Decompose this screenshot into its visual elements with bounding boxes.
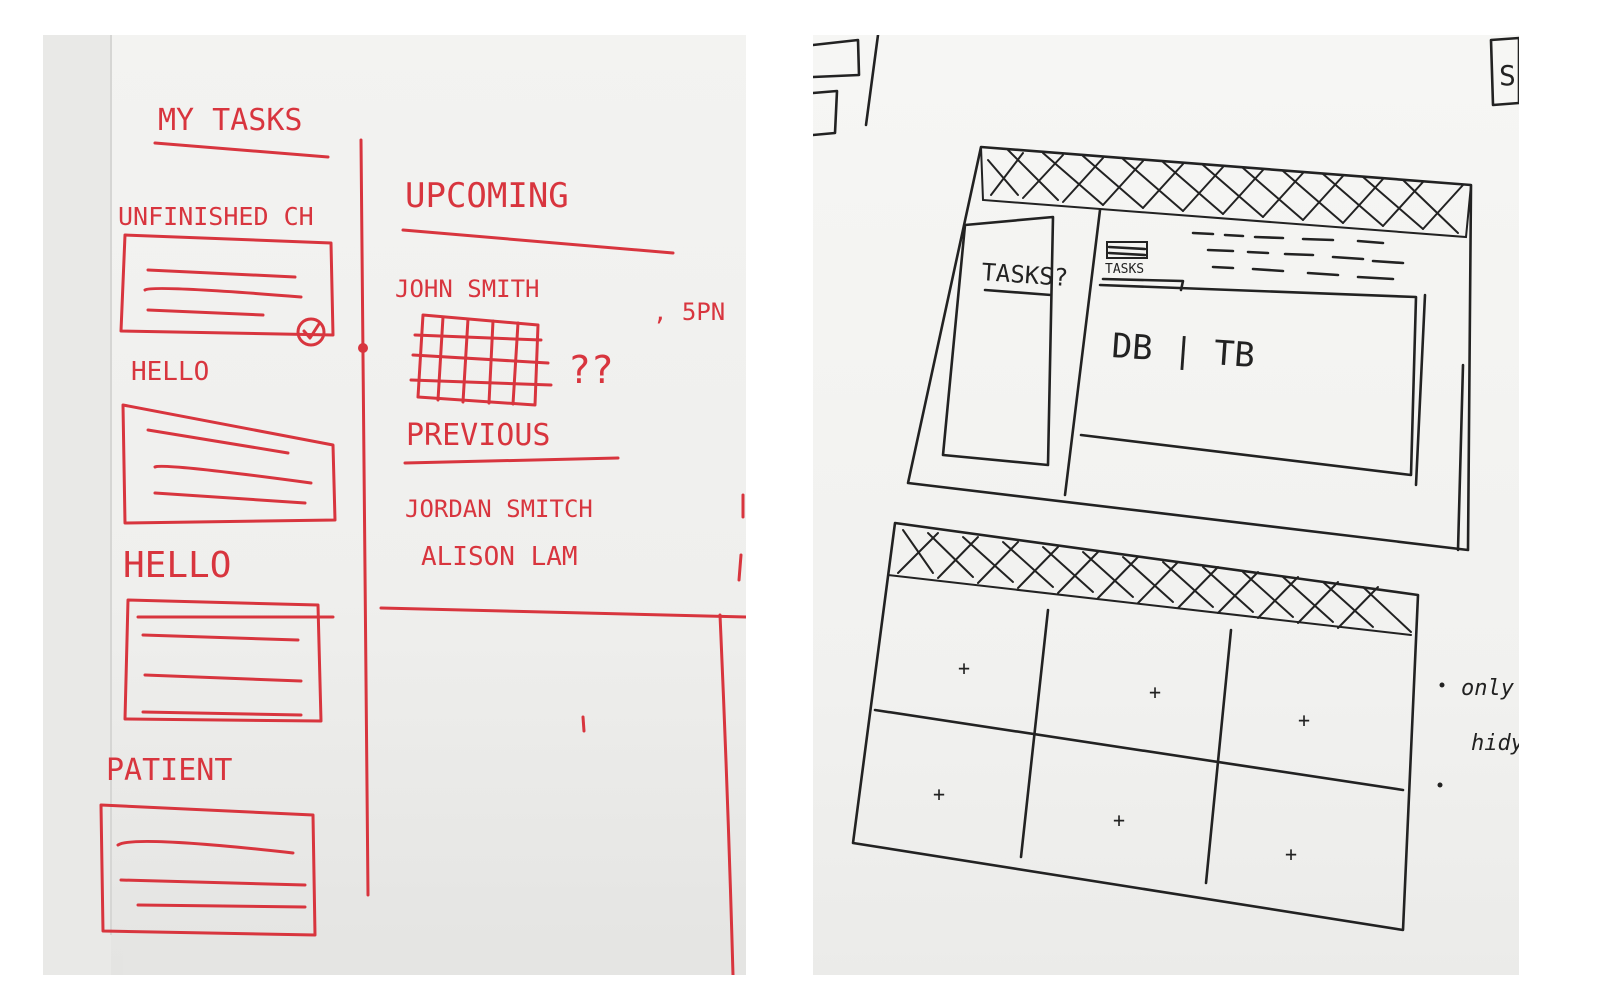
grid-plus-3: + — [1298, 708, 1310, 732]
bottom-header-hatch — [897, 529, 1412, 633]
note-2: hidy — [1471, 731, 1519, 756]
top-header-hatch — [987, 149, 1464, 234]
grid-plus-4: + — [933, 782, 945, 806]
previous-entry-2: ALISON LAM — [421, 542, 578, 572]
left-sketch-drawing: MY TASKS UNFINISHED CH HELLO HELLO PATIE… — [43, 35, 746, 975]
corner-letter: S — [1499, 59, 1516, 92]
upcoming-heading: UPCOMING — [405, 176, 569, 216]
top-content-label: DB | TB — [1110, 326, 1256, 376]
section-label-2: HELLO — [131, 357, 209, 387]
section-label-3: HELLO — [123, 545, 231, 586]
note-1: only — [1461, 676, 1515, 701]
upcoming-entry-suffix: , 5PN — [653, 298, 725, 326]
right-sketch-photo: S TASKS? TASKS DB | TB — [813, 35, 1519, 975]
upcoming-marks: ?? — [568, 348, 614, 392]
top-tab-label: TASKS — [1105, 262, 1144, 277]
top-sidebar-label: TASKS? — [981, 258, 1069, 292]
upcoming-entry: JOHN SMITH — [395, 275, 540, 303]
section-label-1: UNFINISHED CH — [118, 202, 314, 231]
title-my-tasks: MY TASKS — [158, 103, 303, 138]
previous-entry-1: JORDAN SMITCH — [405, 495, 593, 523]
grid-plus-6: + — [1285, 842, 1297, 866]
grid-plus-2: + — [1149, 680, 1161, 704]
grid-plus-1: + — [958, 656, 970, 680]
section-label-4: PATIENT — [106, 753, 232, 788]
right-sketch-drawing: S TASKS? TASKS DB | TB — [813, 35, 1519, 932]
left-sketch-photo: MY TASKS UNFINISHED CH HELLO HELLO PATIE… — [43, 35, 746, 975]
grid-plus-5: + — [1113, 808, 1125, 832]
previous-heading: PREVIOUS — [406, 418, 551, 453]
